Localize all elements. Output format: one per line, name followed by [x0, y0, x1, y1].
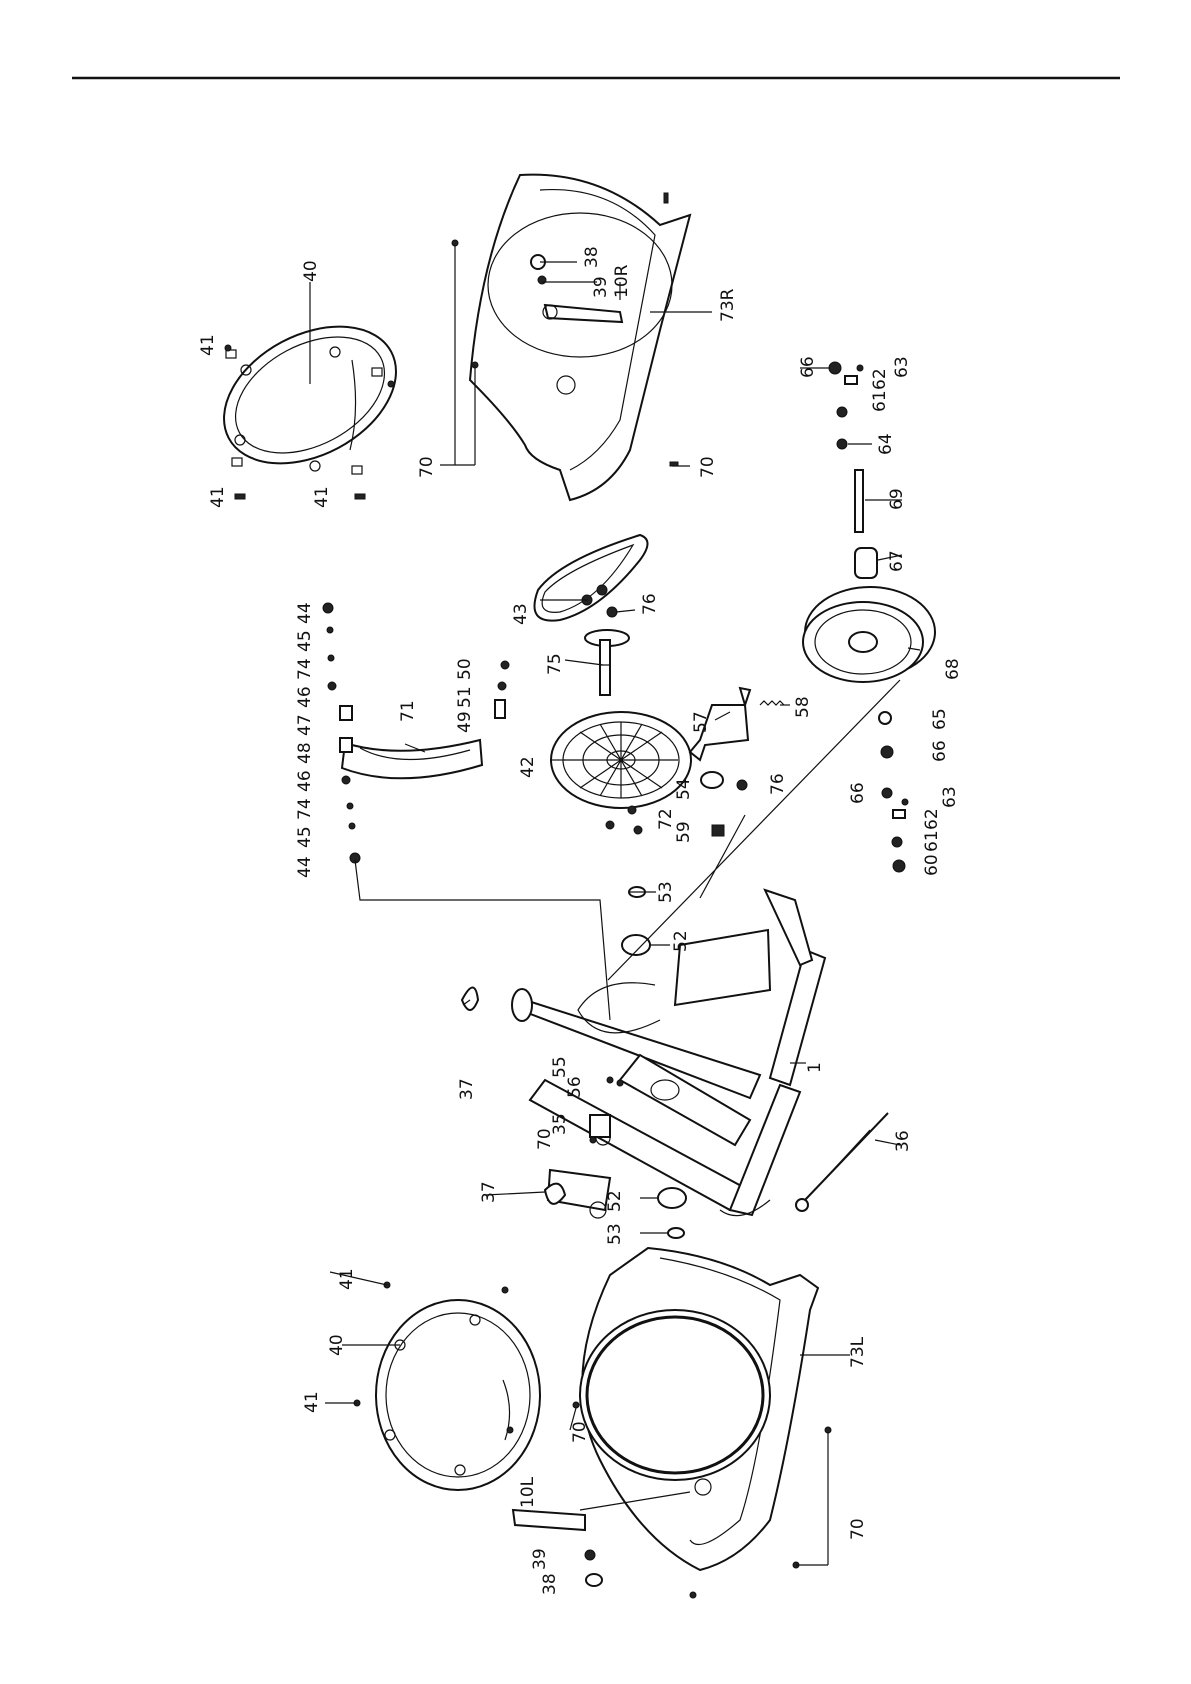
part-36-tension-cable [796, 1113, 888, 1211]
label-74: 74 [295, 658, 315, 680]
brake-cable-leader [355, 860, 610, 1020]
label-38: 38 [582, 246, 602, 268]
label-70: 70 [848, 1518, 868, 1540]
label-66: 66 [848, 782, 868, 804]
label-56: 56 [565, 1076, 585, 1098]
part-67-hub [855, 548, 877, 578]
label-61: 61 [870, 390, 890, 412]
part-73R-right-shroud [452, 175, 690, 500]
label-68: 68 [943, 658, 963, 680]
label-46: 46 [295, 770, 315, 792]
label-36: 36 [893, 1130, 913, 1152]
label-37: 37 [457, 1078, 477, 1100]
part-68-flywheel-drum [803, 587, 935, 682]
label-41: 41 [312, 486, 332, 508]
label-52: 52 [671, 930, 691, 952]
label-41: 41 [208, 486, 228, 508]
label-76: 76 [640, 593, 660, 615]
label-40: 40 [301, 260, 321, 282]
label-62: 62 [922, 808, 942, 830]
label-38: 38 [540, 1573, 560, 1595]
label-39: 39 [530, 1548, 550, 1570]
label-67: 67 [887, 550, 907, 572]
label-70: 70 [417, 456, 437, 478]
label-35: 35 [550, 1113, 570, 1135]
label-62: 62 [870, 368, 890, 390]
label-39: 39 [591, 276, 611, 298]
label-41: 41 [337, 1268, 357, 1290]
part-64-washer [837, 439, 847, 449]
part-1-main-frame [512, 890, 825, 1218]
label-53: 53 [605, 1223, 625, 1245]
part-43-belt [534, 535, 647, 621]
label-42: 42 [518, 756, 538, 778]
label-64: 64 [876, 433, 896, 455]
label-45: 45 [295, 826, 315, 848]
part-54-bearing [701, 772, 723, 788]
part-59-nut [712, 825, 724, 836]
part-37-pedal-top [462, 988, 478, 1011]
label-37: 37 [479, 1181, 499, 1203]
label-53: 53 [656, 881, 676, 903]
part-53-washer-bottom [668, 1228, 684, 1238]
label-75: 75 [545, 653, 565, 675]
label-51: 51 [455, 686, 475, 708]
label-50: 50 [455, 658, 475, 680]
label-58: 58 [793, 696, 813, 718]
part-76-nut [607, 607, 617, 617]
label-41: 41 [198, 334, 218, 356]
label-45: 45 [295, 630, 315, 652]
label-54: 54 [674, 778, 694, 800]
label-66: 66 [798, 356, 818, 378]
label-1: 1 [805, 1062, 825, 1073]
part-75-axle [585, 630, 629, 695]
part-42-flywheel [551, 712, 691, 808]
label-41: 41 [302, 1391, 322, 1413]
label-10R: 10R [612, 264, 632, 298]
label-63: 63 [892, 356, 912, 378]
label-55: 55 [550, 1056, 570, 1078]
label-49: 49 [455, 711, 475, 733]
part-52-bearing-bottom [658, 1188, 686, 1208]
label-69: 69 [887, 488, 907, 510]
label-74: 74 [295, 798, 315, 820]
part-47-48-brake-screws [323, 603, 360, 863]
label-63: 63 [940, 786, 960, 808]
label-44: 44 [295, 856, 315, 878]
label-70: 70 [698, 456, 718, 478]
label-73L: 73L [848, 1336, 868, 1368]
part-71-brake-strap [342, 740, 482, 778]
label-66: 66 [930, 740, 950, 762]
label-70: 70 [570, 1421, 590, 1443]
label-59: 59 [674, 821, 694, 843]
label-65: 65 [930, 708, 950, 730]
label-43: 43 [511, 603, 531, 625]
part-69-shaft [855, 470, 863, 532]
part-73L-left-shroud [580, 1248, 818, 1570]
label-72: 72 [656, 808, 676, 830]
label-60: 60 [922, 854, 942, 876]
label-71: 71 [398, 700, 418, 722]
part-40-bottom-ring [354, 1282, 540, 1490]
label-76: 76 [768, 773, 788, 795]
label-57: 57 [691, 711, 711, 733]
label-10L: 10L [518, 1476, 538, 1508]
part-49-bolt [495, 700, 505, 718]
label-61: 61 [922, 830, 942, 852]
label-46: 46 [295, 686, 315, 708]
part-76-nut-b [737, 780, 747, 790]
label-44: 44 [295, 602, 315, 624]
label-52: 52 [605, 1190, 625, 1212]
label-73R: 73R [718, 288, 738, 322]
label-47: 47 [295, 714, 315, 736]
label-48: 48 [295, 742, 315, 764]
